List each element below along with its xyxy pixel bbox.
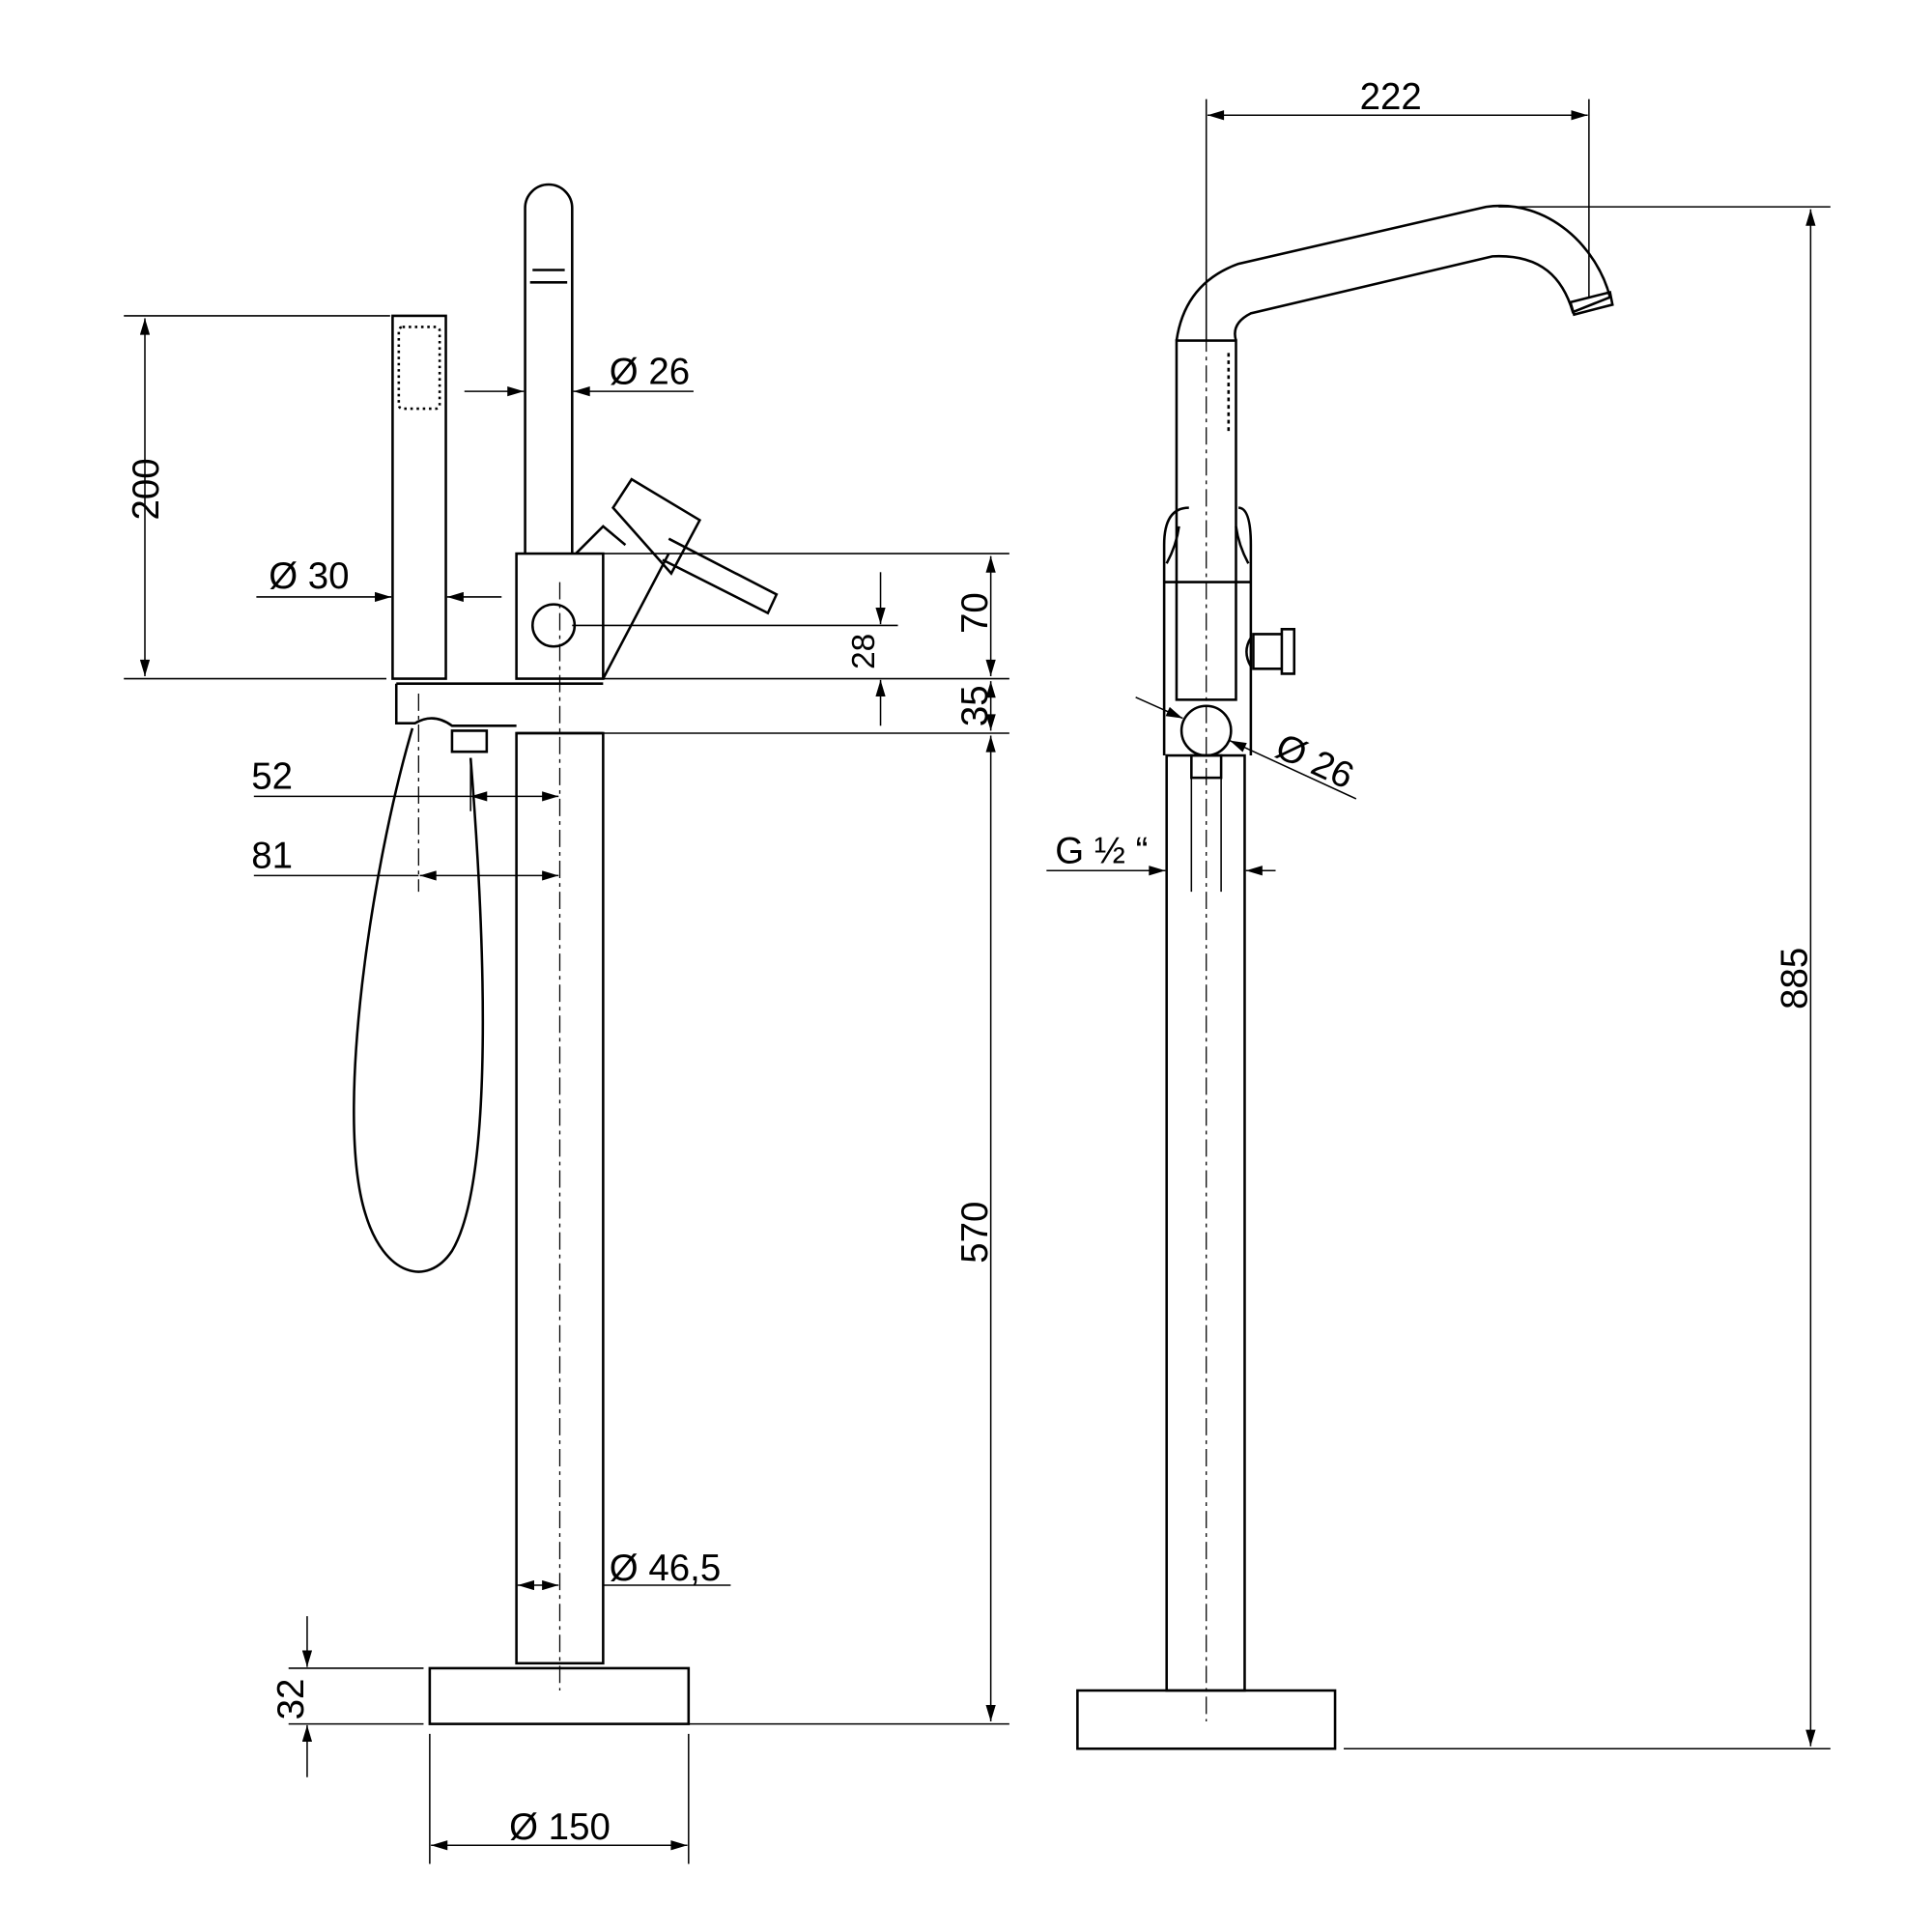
- shower-nozzles: [397, 326, 441, 411]
- dim-d150: Ø 150: [509, 1806, 611, 1848]
- shower-holder: [394, 682, 604, 753]
- dim-885: 885: [1775, 948, 1816, 1009]
- mixer-cartridge-circle: [531, 603, 577, 648]
- hand-shower: [391, 314, 447, 680]
- front-view: [353, 183, 779, 1725]
- dim-32: 32: [270, 1679, 312, 1720]
- side-view: [1076, 204, 1614, 1750]
- dim-d46-5: Ø 46,5: [610, 1548, 721, 1589]
- front-view-dimensions: 200 Ø 30 Ø 26 70 28 35 570 52 81 Ø 46,5 …: [124, 315, 1009, 1864]
- dim-d26-connection: Ø 26: [1269, 725, 1360, 797]
- mixer-lever: [611, 477, 779, 615]
- dim-570: 570: [954, 1202, 996, 1264]
- dim-81: 81: [251, 836, 293, 877]
- dim-d26-spout: Ø 26: [610, 351, 690, 392]
- dim-g-half: G ½ “: [1055, 831, 1148, 872]
- side-view-dimensions: 222 885 Ø 26 G ½ “: [1046, 76, 1831, 1750]
- dim-222: 222: [1360, 76, 1422, 118]
- dim-35: 35: [954, 685, 996, 726]
- side-mixer-body: [1162, 506, 1253, 756]
- dim-28: 28: [846, 634, 882, 669]
- dim-70: 70: [954, 592, 996, 634]
- side-diverter-knob: [1245, 628, 1296, 675]
- spout-pipe: [524, 183, 574, 554]
- dim-200: 200: [126, 458, 167, 520]
- dim-52: 52: [251, 756, 293, 798]
- dim-d30: Ø 30: [269, 555, 349, 597]
- base: [428, 1666, 691, 1725]
- side-spout: [1175, 204, 1612, 341]
- shower-hose: [353, 727, 485, 1273]
